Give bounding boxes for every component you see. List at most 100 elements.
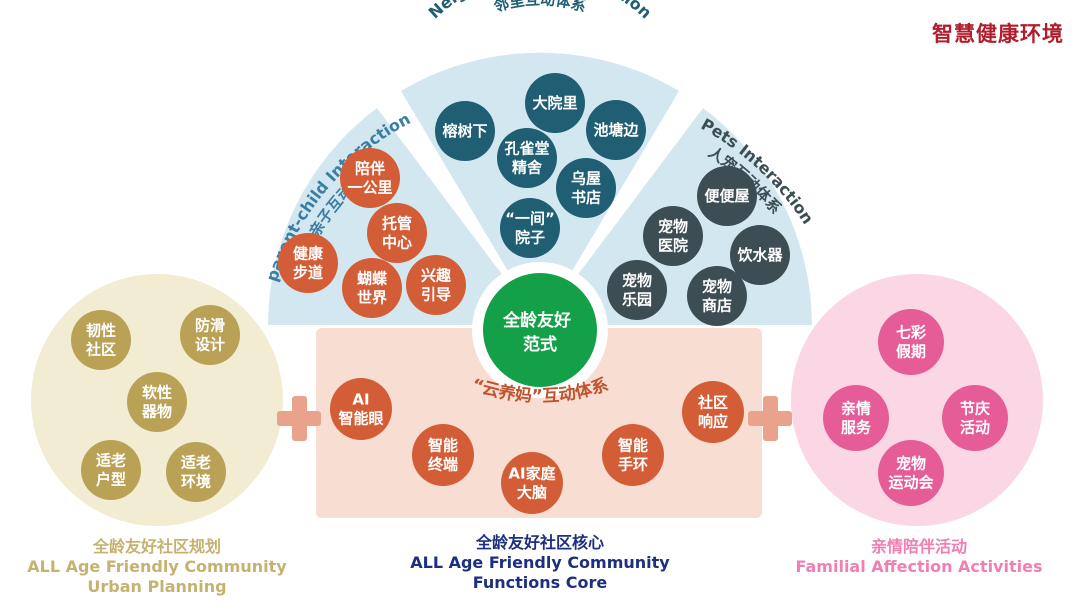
footer-family-en: Familial Affection Activities	[795, 557, 1043, 576]
node-label-line: 商店	[702, 297, 732, 315]
center-hub	[483, 273, 597, 387]
node-label-line: 韧性	[86, 322, 116, 340]
core-node-label: 智能终端	[428, 437, 458, 474]
neighborhood-node-label: 池塘边	[593, 121, 639, 139]
parent-child-node: 兴趣引导	[406, 255, 466, 315]
family-node-circle	[878, 440, 944, 506]
neighborhood-node-circle	[525, 73, 585, 133]
core-node-circle	[682, 381, 744, 443]
footer-family-zh: 亲情陪伴活动	[870, 537, 967, 556]
footer-family: 亲情陪伴活动 Familial Affection Activities	[780, 537, 1058, 577]
node-label-line: 便便屋	[704, 187, 749, 205]
footer-core-en-1: ALL Age Friendly Community	[410, 553, 670, 572]
family-circle	[791, 274, 1043, 526]
pets-node-label: 宠物医院	[658, 218, 688, 255]
parent-child-node-circle	[340, 148, 400, 208]
pets-node-circle	[607, 260, 667, 320]
node-label-line: 亲情	[841, 400, 871, 418]
neighborhood-node-circle	[586, 100, 646, 160]
node-layer: 榕树下 大院里池塘边 孔雀堂精舍乌屋书店 “一间”院子 陪伴一公里托管中心健康步道蝴蝶世…	[71, 73, 1008, 514]
neighborhood-node-label: 大院里	[532, 94, 577, 112]
node-label-line: 七彩	[896, 324, 926, 342]
parent-child-node-circle	[367, 203, 427, 263]
parent-child-node-label: 健康步道	[293, 245, 324, 282]
node-label-line: 活动	[960, 419, 990, 437]
planning-node-circle	[166, 442, 226, 502]
node-label-line: 榕树下	[442, 122, 487, 140]
pets-node-circle	[730, 225, 790, 285]
node-label-line: 孔雀堂	[504, 140, 549, 158]
neighborhood-title-zh: 邻里互动体系	[491, 0, 588, 16]
node-label-line: 服务	[841, 419, 872, 437]
neighborhood-node: 乌屋书店	[556, 158, 616, 218]
family-node: 七彩假期	[878, 309, 944, 375]
planning-node: 韧性社区	[71, 310, 131, 370]
node-label-line: 一公里	[347, 179, 392, 197]
planning-node: 软性器物	[127, 372, 187, 432]
planning-node-circle	[180, 305, 240, 365]
planning-node: 防滑设计	[180, 305, 240, 365]
node-label-line: 池塘边	[593, 121, 639, 139]
core-node: 智能手环	[602, 424, 664, 486]
parent-child-node-label: 蝴蝶世界	[357, 270, 388, 307]
neighborhood-node-label: 榕树下	[442, 122, 487, 140]
family-node-label: 亲情服务	[841, 400, 872, 437]
node-label-line: AI	[352, 391, 369, 409]
parent-child-node: 蝴蝶世界	[342, 258, 402, 318]
pets-node: 饮水器	[730, 225, 790, 285]
parent-child-node: 托管中心	[367, 203, 427, 263]
planning-node-circle	[81, 440, 141, 500]
core-node-label: 社区响应	[697, 394, 728, 431]
family-node: 亲情服务	[823, 385, 889, 451]
pets-node-circle	[643, 206, 703, 266]
node-label-line: 乌屋	[571, 170, 601, 188]
center-line-1: 全龄友好	[502, 310, 571, 331]
parent-child-node-label: 兴趣引导	[421, 267, 452, 304]
node-label-line: 医院	[658, 237, 688, 255]
pets-node-circle	[697, 166, 757, 226]
node-label-line: 蝴蝶	[357, 270, 388, 288]
neighborhood-node: 孔雀堂精舍	[497, 128, 557, 188]
node-label-line: 设计	[195, 336, 225, 354]
node-label-line: 兴趣	[421, 267, 452, 285]
planning-node-label: 防滑设计	[195, 317, 225, 354]
node-label-line: 步道	[293, 264, 323, 282]
neighborhood-node: “一间”院子	[500, 198, 560, 258]
planning-node-label: 韧性社区	[85, 322, 116, 359]
node-label-line: 世界	[357, 289, 387, 307]
node-label-line: 智能眼	[338, 410, 383, 428]
family-node: 宠物运动会	[878, 440, 944, 506]
node-label-line: 终端	[428, 456, 458, 474]
node-label-line: 院子	[515, 229, 545, 247]
core-node-circle	[602, 424, 664, 486]
core-node: 智能终端	[412, 424, 474, 486]
family-node: 节庆活动	[942, 385, 1008, 451]
node-label-line: 饮水器	[736, 246, 783, 264]
node-label-line: 运动会	[888, 474, 933, 492]
node-label-line: “一间”	[505, 210, 555, 228]
node-label-line: 节庆	[960, 400, 990, 418]
neighborhood-node: 榕树下	[435, 101, 495, 161]
footer-planning-en-1: ALL Age Friendly Community	[27, 557, 287, 576]
core-node-label: AI家庭大脑	[508, 465, 556, 502]
node-label-line: 环境	[181, 473, 211, 491]
pets-node-label: 便便屋	[704, 187, 749, 205]
node-label-line: 引导	[421, 286, 451, 304]
planning-node: 适老环境	[166, 442, 226, 502]
pets-node: 宠物医院	[643, 206, 703, 266]
neighborhood-node-label: 乌屋书店	[571, 170, 601, 207]
family-node-circle	[878, 309, 944, 375]
neighborhood-node-circle	[556, 158, 616, 218]
parent-child-node-label: 陪伴一公里	[347, 160, 392, 197]
node-label-line: 乐园	[622, 291, 652, 309]
family-node-label: 节庆活动	[960, 400, 990, 437]
footer-core-zh: 全龄友好社区核心	[475, 533, 604, 552]
parent-child-node-circle	[278, 233, 338, 293]
pets-node-circle	[687, 266, 747, 326]
planning-node-label: 适老环境	[181, 454, 211, 491]
neighborhood-node: 池塘边	[586, 100, 646, 160]
plus-icon-right	[748, 396, 792, 441]
